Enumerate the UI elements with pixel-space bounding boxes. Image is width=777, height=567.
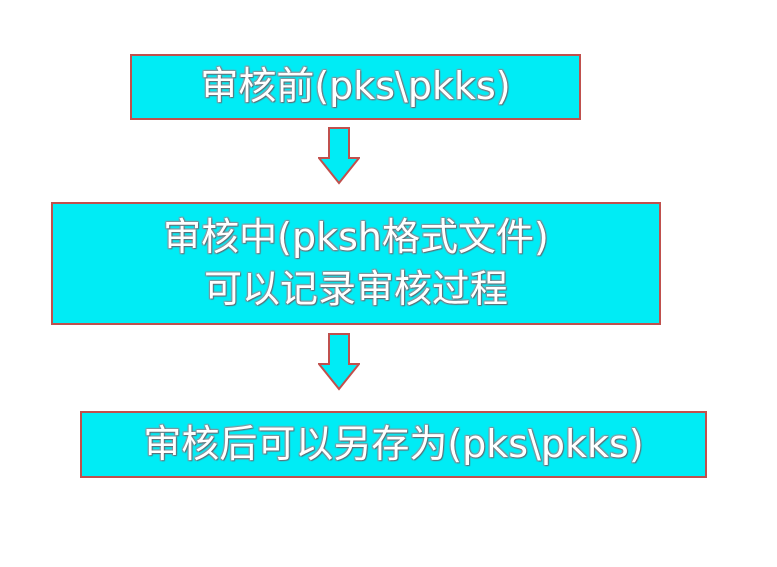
step-after-review-label: 审核后可以另存为(pks\pkks) — [143, 421, 644, 466]
step-during-review-label: 审核中(pksh格式文件) — [163, 215, 549, 260]
step-before-review-label: 审核前(pks\pkks) — [200, 64, 511, 109]
step-during-review-box: 审核中(pksh格式文件) 可以记录审核过程 — [51, 202, 661, 325]
step-during-review-sublabel: 可以记录审核过程 — [203, 266, 508, 311]
step-after-review-box: 审核后可以另存为(pks\pkks) — [80, 411, 707, 478]
down-arrow-icon — [318, 333, 360, 391]
down-arrow-icon — [318, 127, 360, 185]
step-before-review-box: 审核前(pks\pkks) — [130, 54, 581, 120]
